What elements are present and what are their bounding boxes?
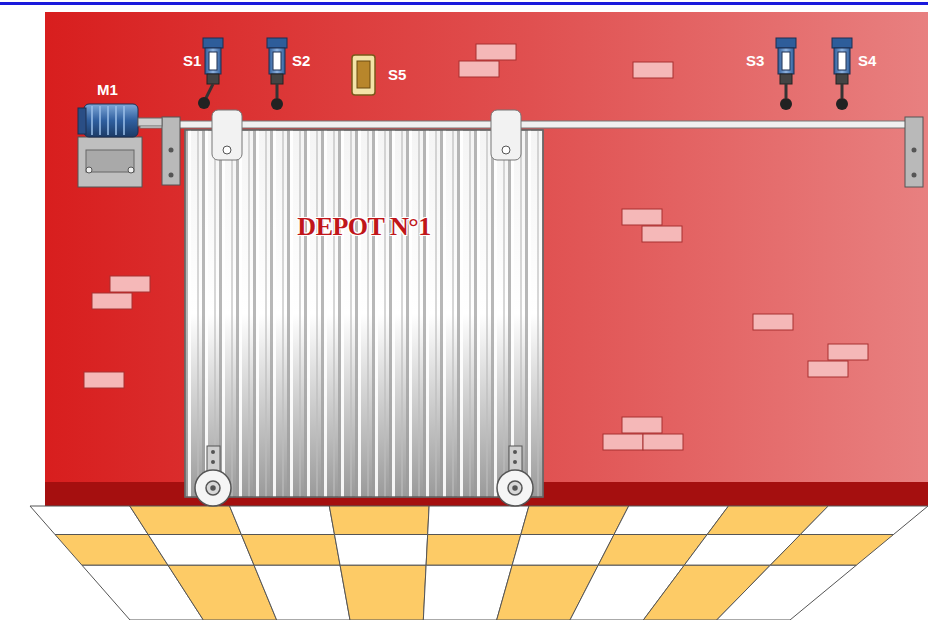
switch-label: S4 bbox=[858, 52, 876, 69]
switch-label: S2 bbox=[292, 52, 310, 69]
switch-label: S1 bbox=[183, 52, 201, 69]
sensor-label: S5 bbox=[388, 66, 406, 83]
sliding-door: DEPOT N°1 bbox=[185, 130, 543, 497]
motor-label: M1 bbox=[97, 81, 118, 98]
door-sign: DEPOT N°1 bbox=[185, 212, 543, 242]
switch-label: S3 bbox=[746, 52, 764, 69]
